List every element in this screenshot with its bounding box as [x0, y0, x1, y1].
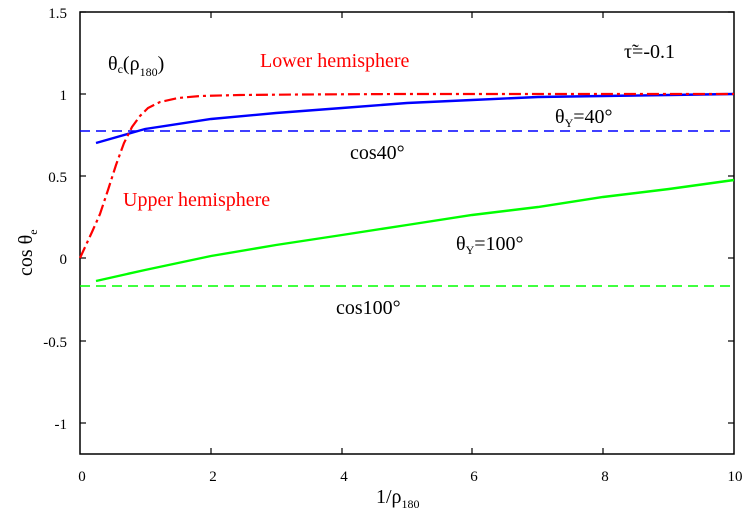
- theta-c-label: θc(ρ180): [108, 53, 164, 79]
- x-tick-label: 2: [209, 469, 217, 485]
- theta-y40-label: θY=40°: [555, 106, 613, 130]
- x-tick-labels: 0 2 4 6 8 10: [78, 469, 742, 485]
- y-tick-label: -1: [55, 417, 68, 433]
- theta-c-curve: [79, 92, 734, 259]
- x-tick-label: 4: [340, 469, 348, 485]
- plot-frame: [79, 11, 735, 455]
- y-tick-label: 0.5: [48, 170, 67, 186]
- y-ticks: [80, 11, 734, 424]
- theta-y100-label: θY=100°: [456, 233, 524, 257]
- theta-y100-curve: [95, 178, 735, 283]
- y-tick-label: 1.5: [48, 6, 67, 22]
- x-tick-label: 6: [470, 469, 478, 485]
- y-tick-label: 0: [60, 252, 68, 268]
- lower-hemisphere-label: Lower hemisphere: [260, 50, 410, 72]
- y-tick-label: 1: [60, 88, 68, 104]
- x-tick-label: 8: [601, 469, 609, 485]
- tau-label: τ̃=-0.1: [624, 41, 675, 63]
- y-tick-label: -0.5: [43, 335, 67, 351]
- x-tick-label: 0: [78, 469, 86, 485]
- cos100-label: cos100°: [336, 297, 401, 319]
- x-axis-title: 1/ρ180: [376, 486, 420, 511]
- cos40-label: cos40°: [350, 142, 405, 164]
- x-tick-label: 10: [728, 469, 743, 485]
- x-ticks: [210, 12, 604, 454]
- upper-hemisphere-label: Upper hemisphere: [123, 189, 270, 211]
- y-tick-labels: 1.5 1 0.5 0 -0.5 -1: [43, 6, 67, 433]
- y-axis-title: cos θe: [15, 229, 40, 276]
- theta-y40-curve: [95, 92, 735, 145]
